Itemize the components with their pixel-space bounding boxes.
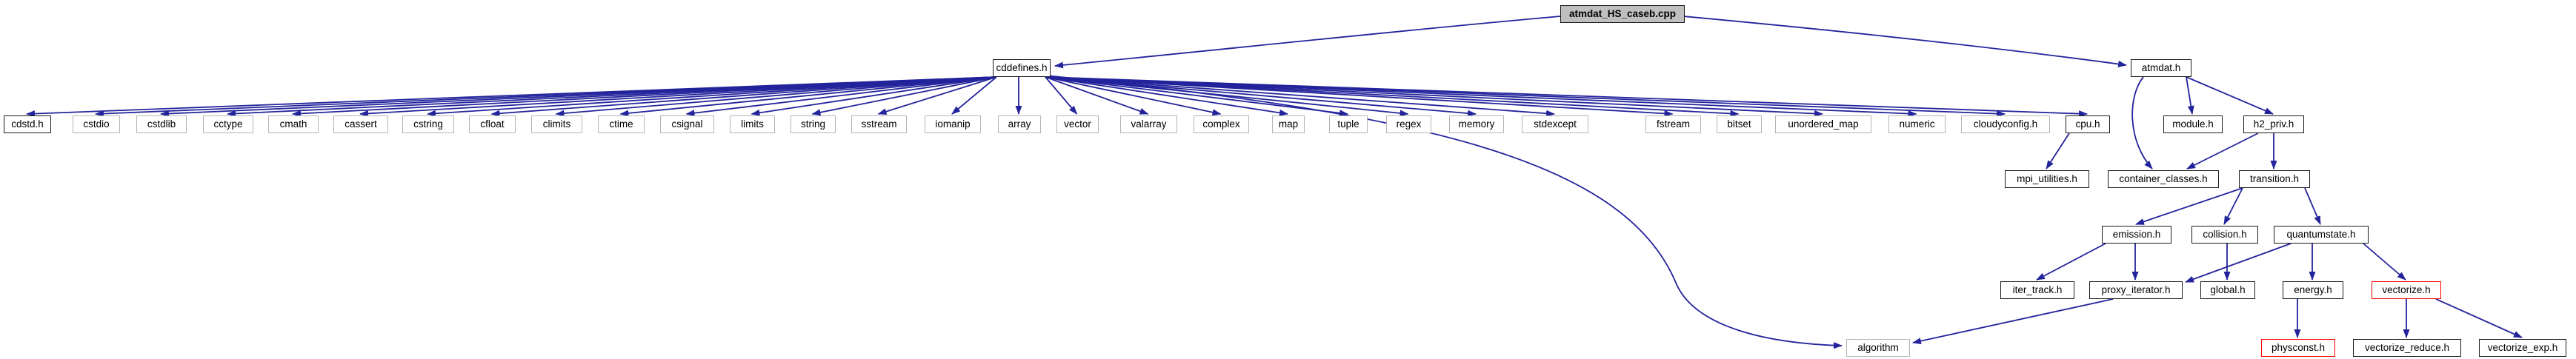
edge-cddefines-ctime (619, 76, 997, 117)
edge-cddefines-cpu (1045, 76, 2088, 118)
graph-node-climits: climits (531, 115, 582, 133)
edge-cddefines-climits (555, 76, 997, 117)
edge-transition-emission (2135, 187, 2243, 225)
edge-cddefines-limits (750, 76, 997, 116)
graph-node-atmdat[interactable]: atmdat.h (2131, 59, 2191, 77)
graph-node-mpi_utilities[interactable]: mpi_utilities.h (2005, 170, 2089, 188)
graph-node-vectorize_exp[interactable]: vectorize_exp.h (2479, 339, 2566, 357)
graph-node-cpp: atmdat_HS_caseb.cpp (1560, 5, 1685, 23)
graph-node-proxy_iterator[interactable]: proxy_iterator.h (2089, 281, 2183, 299)
edge-cpu-mpi_utilities (2046, 132, 2070, 170)
graph-node-tuple: tuple (1329, 115, 1368, 133)
graph-node-stdexcept: stdexcept (1522, 115, 1588, 133)
graph-node-cstdlib: cstdlib (136, 115, 187, 133)
graph-node-cfloat: cfloat (469, 115, 516, 133)
graph-node-ctime: ctime (598, 115, 645, 133)
edge-cddefines-valarray (1045, 76, 1149, 115)
graph-node-regex: regex (1386, 115, 1431, 133)
edge-cpp-cddefines (1054, 16, 1561, 69)
edge-cddefines-vector (1045, 76, 1078, 115)
graph-node-complex: complex (1194, 115, 1249, 133)
graph-node-memory: memory (1449, 115, 1504, 133)
graph-node-vector: vector (1056, 115, 1099, 133)
edge-cddefines-cstring (427, 76, 997, 117)
graph-node-quantumstate[interactable]: quantumstate.h (2274, 226, 2369, 244)
edge-h2_priv-container_classes (2186, 132, 2259, 170)
graph-node-algorithm: algorithm (1846, 339, 1910, 357)
graph-node-limits: limits (730, 115, 775, 133)
graph-node-energy[interactable]: energy.h (2283, 281, 2343, 299)
edge-vectorize-vectorize_exp (2435, 298, 2523, 338)
edge-cddefines-csignal (685, 76, 997, 117)
edge-atmdat-h2_priv (2186, 76, 2274, 115)
graph-node-vectorize_reduce[interactable]: vectorize_reduce.h (2353, 339, 2461, 357)
edge-emission-iter_track (2036, 243, 2106, 281)
graph-node-emission[interactable]: emission.h (2102, 226, 2171, 244)
graph-node-csignal: csignal (660, 115, 714, 133)
graph-node-global[interactable]: global.h (2200, 281, 2255, 299)
graph-node-collision[interactable]: collision.h (2191, 226, 2258, 244)
graph-node-array: array (998, 115, 1041, 133)
graph-node-transition[interactable]: transition.h (2239, 170, 2310, 188)
edge-cddefines-stdexcept (1045, 76, 1555, 117)
graph-node-h2_priv[interactable]: h2_priv.h (2243, 115, 2304, 133)
graph-node-cddefines[interactable]: cddefines.h (993, 59, 1051, 77)
edge-proxy_iterator-algorithm (1912, 298, 2114, 345)
edge-cddefines-tuple (1045, 76, 1348, 117)
graph-node-sstream: sstream (851, 115, 907, 133)
edge-cddefines-sstream (877, 76, 997, 115)
edge-cddefines-regex (1045, 76, 1409, 117)
graph-node-container_classes[interactable]: container_classes.h (2108, 170, 2219, 188)
edge-cpp-atmdat (1683, 16, 2127, 67)
edge-cddefines-iomanip (951, 76, 997, 115)
graph-node-cpu[interactable]: cpu.h (2066, 115, 2110, 133)
graph-node-cstring: cstring (402, 115, 454, 133)
graph-node-cdstd[interactable]: cdstd.h (4, 115, 51, 133)
edge-quantumstate-vectorize (2363, 243, 2406, 281)
graph-node-string: string (791, 115, 836, 133)
graph-node-cassert: cassert (333, 115, 388, 133)
graph-node-unordered_map: unordered_map (1775, 115, 1871, 133)
edge-cddefines-cfloat (490, 76, 997, 117)
graph-node-bitset: bitset (1717, 115, 1762, 133)
graph-node-cloudyconfig: cloudyconfig.h (1961, 115, 2050, 133)
edge-cddefines-bitset (1045, 76, 1740, 117)
edge-cddefines-algorithm (1045, 75, 1843, 349)
graph-node-iomanip: iomanip (925, 115, 981, 133)
graph-node-cstdio: cstdio (73, 115, 120, 133)
edge-cddefines-cassert (359, 76, 997, 117)
edge-cddefines-string (811, 76, 997, 116)
edge-atmdat-module (2186, 76, 2194, 115)
graph-node-cmath: cmath (268, 115, 319, 133)
graph-node-cctype: cctype (203, 115, 253, 133)
edge-quantumstate-proxy_iterator (2185, 243, 2292, 283)
graph-node-physconst[interactable]: physconst.h (2261, 339, 2335, 357)
edge-cddefines-map (1045, 76, 1288, 116)
graph-node-map: map (1272, 115, 1305, 133)
edge-transition-quantumstate (2304, 187, 2321, 225)
graph-node-fstream: fstream (1645, 115, 1701, 133)
edge-atmdat-container_classes (2131, 76, 2153, 170)
graph-node-valarray: valarray (1120, 115, 1177, 133)
graph-node-numeric: numeric (1888, 115, 1946, 133)
graph-node-iter_track[interactable]: iter_track.h (2000, 281, 2074, 299)
graph-node-module[interactable]: module.h (2163, 115, 2223, 133)
graph-node-vectorize[interactable]: vectorize.h (2372, 281, 2441, 299)
edge-transition-collision (2223, 187, 2243, 225)
edge-cddefines-complex (1045, 76, 1222, 116)
